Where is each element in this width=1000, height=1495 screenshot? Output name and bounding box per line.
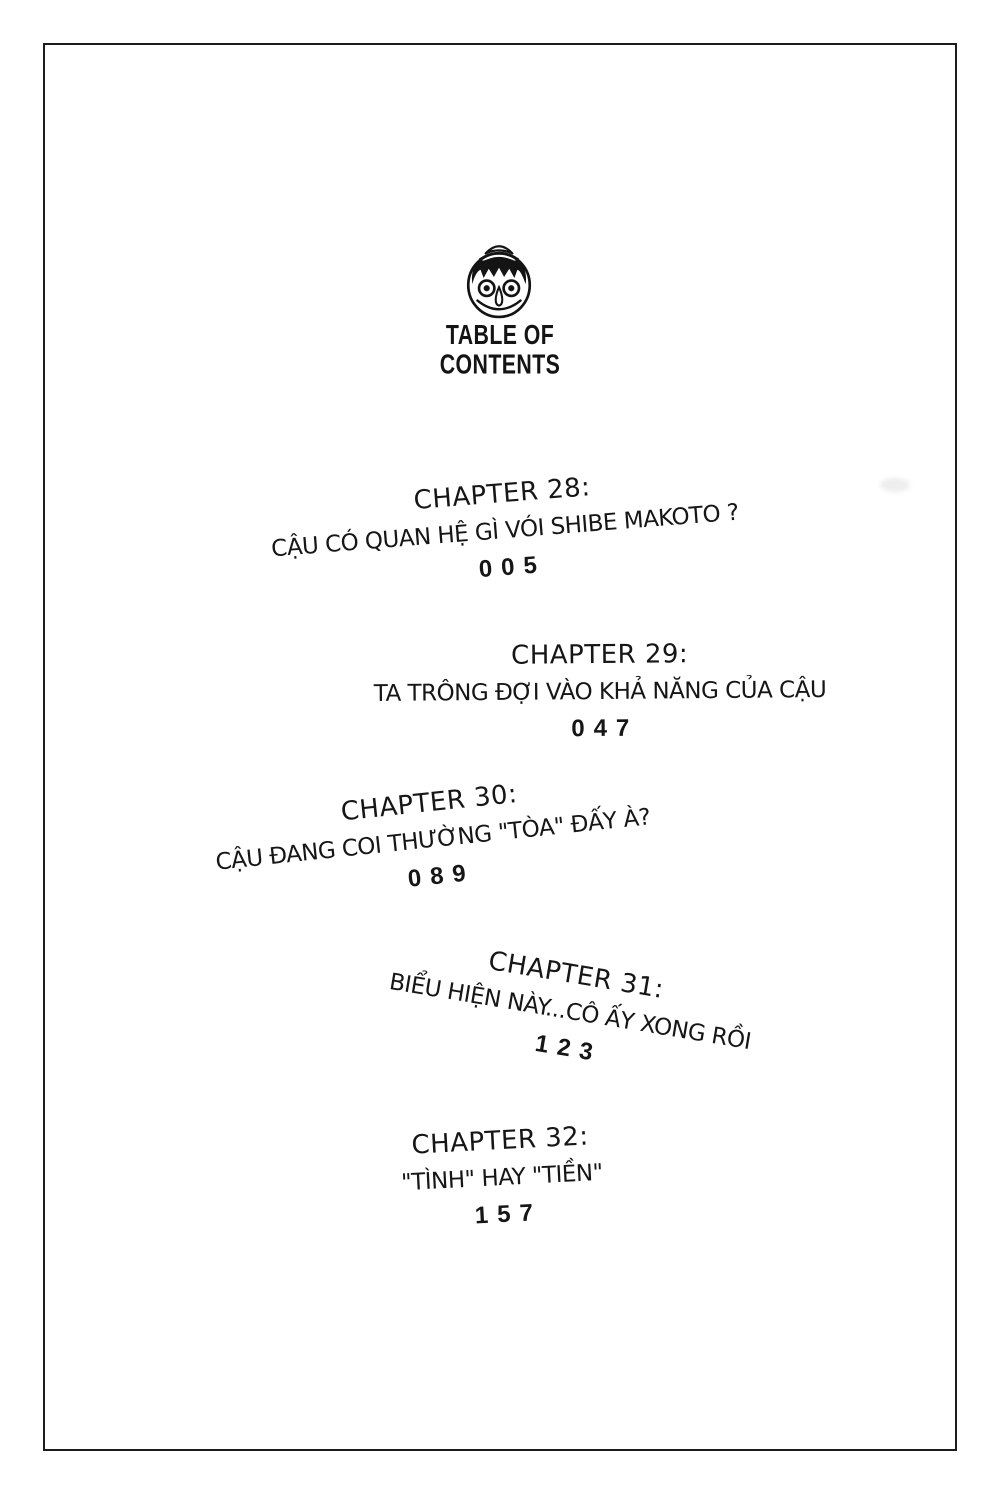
chapter-page-number: 047 xyxy=(571,714,639,743)
scan-smudge xyxy=(880,478,910,492)
chapter-subtitle: TA TRÔNG ĐỢI VÀO KHẢ NĂNG CỦA CẬU xyxy=(373,677,827,707)
boy-face-icon xyxy=(466,245,532,319)
page-border xyxy=(43,43,957,1451)
toc-title-line1: TABLE OF xyxy=(445,318,555,351)
chapter-entry-29: CHAPTER 29: TA TRÔNG ĐỢI VÀO KHẢ NĂNG CỦ… xyxy=(320,636,881,749)
toc-title-line2: CONTENTS xyxy=(439,348,561,380)
chapter-title: CHAPTER 29: xyxy=(510,639,689,671)
toc-title: TABLE OF CONTENTS xyxy=(414,320,586,379)
